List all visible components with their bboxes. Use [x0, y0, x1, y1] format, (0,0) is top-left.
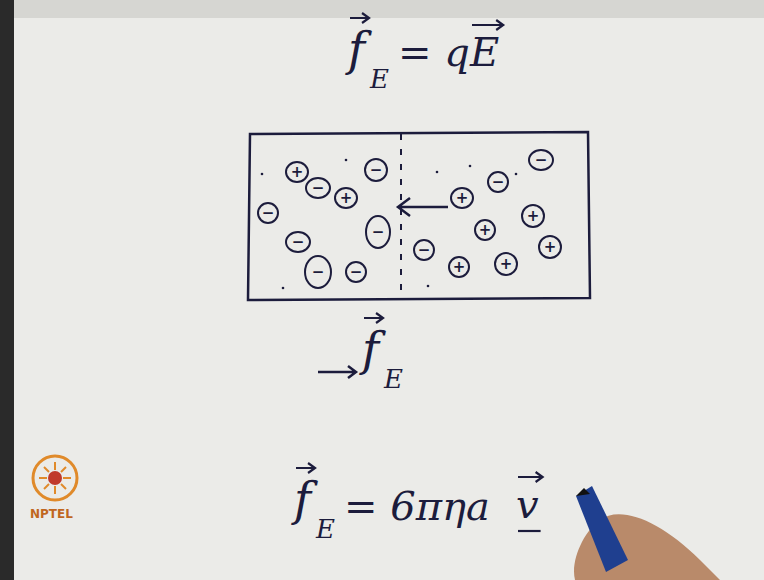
force-arrow [318, 366, 356, 378]
ion-circle: + [334, 187, 358, 209]
ion-charge: + [479, 223, 492, 238]
underline [518, 530, 541, 532]
ion-circle: − [528, 149, 554, 171]
equation-text: = 6πηa [344, 483, 490, 529]
ion-circle: − [364, 158, 388, 182]
ion-charge: + [453, 260, 466, 275]
particle-dots [261, 159, 518, 290]
logo-text: NPTEL [30, 507, 73, 521]
ion-circle: − [305, 177, 331, 199]
ion-charge: + [291, 165, 304, 180]
force-symbol: f [362, 322, 379, 376]
ion-circle: + [448, 256, 470, 278]
ion-circle: + [474, 219, 496, 241]
ion-charge: − [370, 163, 383, 178]
force-symbol: f [348, 22, 365, 76]
board-edge [0, 0, 14, 580]
force-symbol: f [294, 476, 311, 522]
ion-charge: − [262, 206, 275, 221]
ion-circle: + [450, 187, 474, 209]
ion-charge: + [527, 209, 540, 224]
field-arrow [398, 198, 448, 216]
ion-charge: + [340, 191, 353, 206]
vector-arrow [350, 13, 369, 23]
ion-circle: − [487, 171, 509, 193]
nptel-logo [33, 456, 77, 500]
ion-charge: − [535, 153, 548, 168]
force-subscript: E [370, 66, 389, 92]
ion-circle: − [345, 261, 367, 283]
velocity-symbol: v [516, 481, 539, 527]
equation-text: = q [398, 29, 470, 75]
equation-text: = q [398, 32, 470, 72]
field-symbol: E [470, 29, 499, 75]
force-symbol: f [348, 26, 365, 72]
ion-circle: + [538, 235, 562, 259]
hand-with-marker [574, 486, 720, 580]
force-symbol: f [362, 326, 379, 372]
ion-circle: + [285, 161, 309, 183]
vector-arrow [364, 313, 383, 323]
logo-text: NPTEL [30, 504, 73, 522]
ion-charge: − [350, 265, 363, 280]
ion-charge: + [544, 240, 557, 255]
force-subscript: E [370, 64, 389, 94]
ion-charge: − [312, 265, 325, 280]
ion-charge: − [372, 225, 385, 240]
ion-charge: + [456, 191, 469, 206]
boundary-line [400, 134, 402, 300]
electrolyte-box [248, 132, 590, 300]
force-subscript: E [384, 364, 403, 394]
ion-charge: − [418, 243, 431, 258]
vector-arrow [518, 472, 543, 482]
ion-charge: − [312, 181, 325, 196]
ion-charge: − [292, 235, 305, 250]
field-symbol: E [470, 32, 499, 72]
ion-circle: − [413, 239, 435, 261]
ion-charge: + [500, 257, 513, 272]
force-subscript: E [384, 366, 403, 392]
ion-circle: − [304, 255, 332, 289]
ion-circle: + [494, 252, 518, 276]
ion-circle: − [257, 202, 279, 224]
vector-arrow [472, 20, 503, 30]
velocity-symbol: v [516, 484, 539, 524]
vector-arrow [296, 463, 315, 473]
force-symbol: f [294, 472, 311, 526]
equation-text: = 6πηa [344, 486, 490, 526]
force-subscript: E [316, 514, 335, 544]
ion-circle: − [365, 215, 391, 249]
ion-charge: − [492, 175, 505, 190]
board-top [14, 0, 764, 18]
ion-circle: − [285, 231, 311, 253]
ion-circle: + [521, 204, 545, 228]
force-subscript: E [316, 516, 335, 542]
